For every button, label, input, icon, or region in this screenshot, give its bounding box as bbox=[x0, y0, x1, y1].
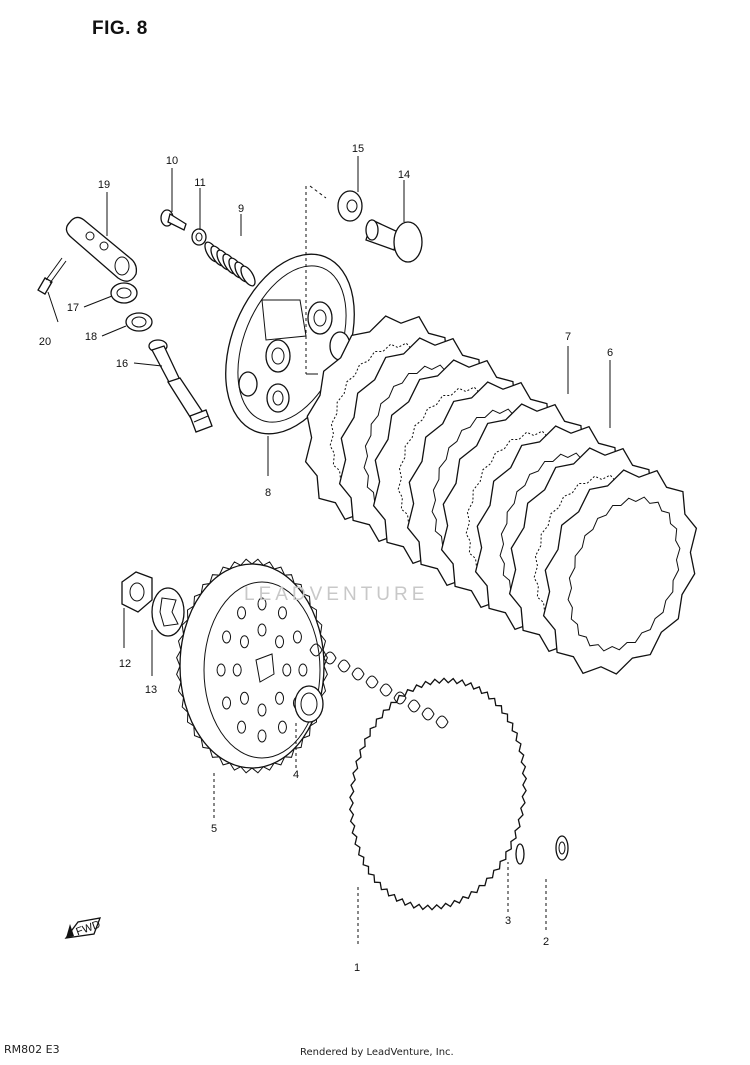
callout-16: 16 bbox=[116, 358, 128, 370]
part-16-push-rod bbox=[148, 339, 213, 433]
part-4-spacer bbox=[294, 685, 324, 723]
callout-15: 15 bbox=[352, 143, 364, 155]
watermark: LEADVENTURE bbox=[244, 584, 429, 605]
callout-18: 18 bbox=[85, 331, 97, 343]
callout-3: 3 bbox=[505, 915, 511, 927]
callout-19: 19 bbox=[98, 179, 110, 191]
part-15-washer bbox=[337, 190, 363, 222]
callout-20: 20 bbox=[39, 336, 51, 348]
model-code: RM802 E3 bbox=[4, 1043, 60, 1056]
callout-14: 14 bbox=[398, 169, 410, 181]
callout-1: 1 bbox=[354, 962, 360, 974]
part-20-bolt bbox=[37, 257, 67, 295]
figure-title: FIG. 8 bbox=[92, 18, 148, 39]
callout-11: 11 bbox=[194, 177, 205, 189]
part-12-nut bbox=[121, 571, 153, 613]
callout-5: 5 bbox=[211, 823, 217, 835]
callout-10: 10 bbox=[166, 155, 178, 167]
part-19-release-arm bbox=[65, 216, 138, 282]
callout-8: 8 bbox=[265, 487, 271, 499]
driven-plate bbox=[542, 469, 698, 675]
part-5-sleeve-hub bbox=[176, 558, 328, 774]
callout-9: 9 bbox=[238, 203, 244, 215]
fwd-arrow-icon: FWD bbox=[64, 917, 102, 939]
part-18-washer bbox=[125, 312, 153, 332]
part-10-screw bbox=[160, 209, 187, 231]
part-11-washer bbox=[191, 228, 207, 246]
render-credit: Rendered by LeadVenture, Inc. bbox=[300, 1047, 454, 1058]
callout-2: 2 bbox=[543, 936, 549, 948]
part-17-ring bbox=[110, 282, 138, 304]
callout-6: 6 bbox=[607, 347, 613, 359]
part-14-pin bbox=[365, 219, 423, 263]
part-9-spring bbox=[204, 241, 256, 287]
part-3-washer bbox=[515, 843, 525, 865]
callout-labels: 1 2 3 4 5 6 7 8 9 10 11 12 13 14 15 16 1… bbox=[39, 143, 613, 974]
leader-lines bbox=[47, 156, 611, 944]
callout-12: 12 bbox=[119, 658, 131, 670]
callout-4: 4 bbox=[293, 769, 299, 781]
part-13-lock-washer bbox=[151, 587, 185, 637]
part-2-bushing bbox=[555, 835, 569, 861]
callout-17: 17 bbox=[67, 302, 79, 314]
clutch-plates-stack bbox=[304, 315, 698, 675]
callout-13: 13 bbox=[145, 684, 157, 696]
callout-7: 7 bbox=[565, 331, 571, 343]
part-1-clutch-housing bbox=[309, 643, 528, 911]
